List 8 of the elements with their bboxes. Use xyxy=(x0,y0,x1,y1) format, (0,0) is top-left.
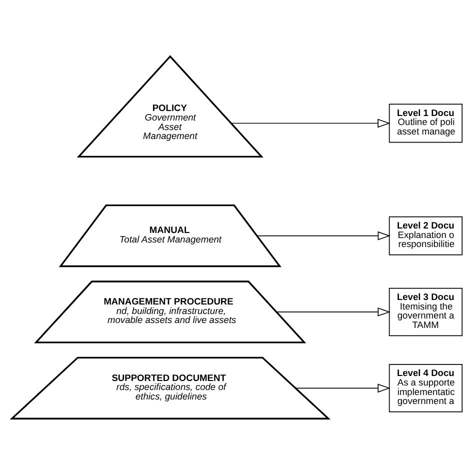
arrow xyxy=(256,230,390,240)
node-box: Level 2 Docu Explanation o responsibilitie xyxy=(388,216,463,255)
node-box: Level 4 Docu As a supporte implementatic government a xyxy=(388,364,463,412)
arrow xyxy=(276,307,390,316)
arrow xyxy=(295,383,390,392)
node-box: Level 1 Docu Outline of poli asset manage xyxy=(388,103,463,142)
node-box: Level 3 Docu Itemising the government a TAMM xyxy=(388,287,463,336)
arrow xyxy=(230,118,390,128)
